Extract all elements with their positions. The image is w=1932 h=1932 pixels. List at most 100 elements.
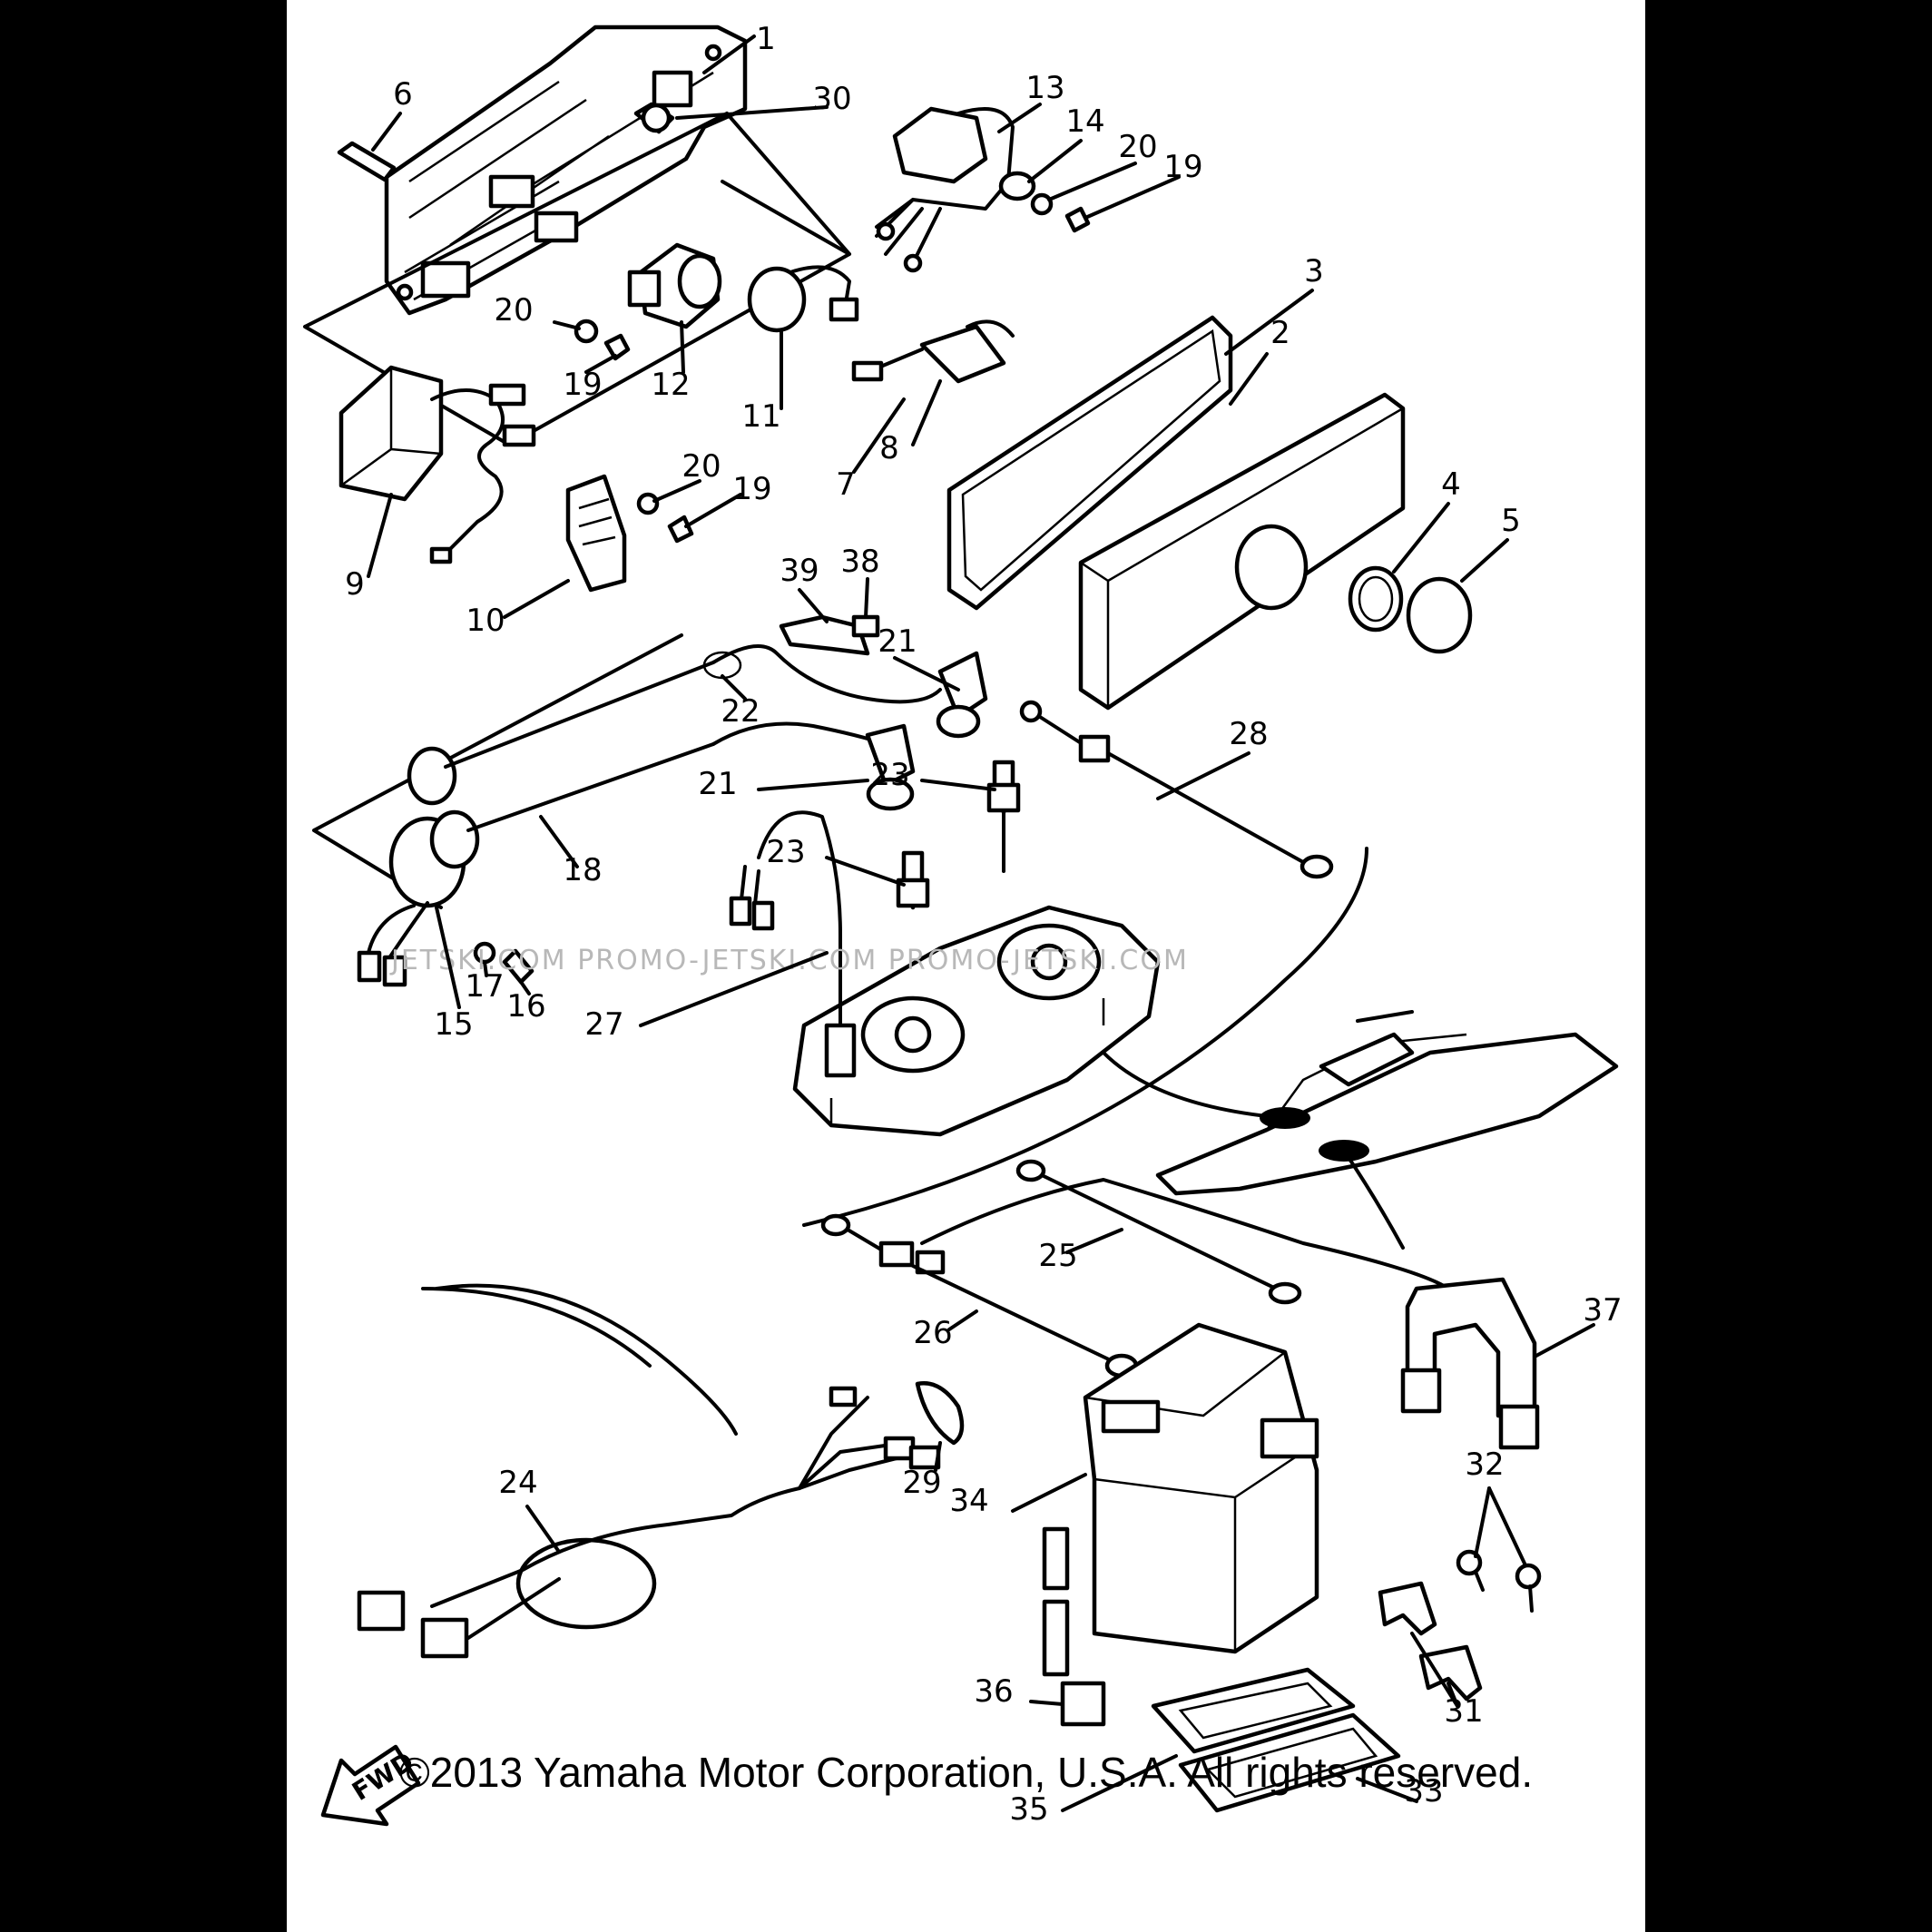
leader-line-31 xyxy=(1447,1682,1459,1708)
leader-line-36 xyxy=(1029,1700,1064,1706)
callout-23: 23 xyxy=(870,757,909,793)
callout-14: 14 xyxy=(1065,103,1104,140)
leader-line-34 xyxy=(1011,1473,1087,1513)
leader-line-2 xyxy=(1229,352,1269,406)
leader-line-23 xyxy=(920,779,996,791)
leader-line-32 xyxy=(1474,1486,1491,1558)
leader-line-38 xyxy=(864,577,869,619)
leader-line-39 xyxy=(798,588,829,623)
callout-24: 24 xyxy=(498,1465,537,1501)
electrical-box-cover xyxy=(946,315,1473,711)
leader-line-24 xyxy=(525,1505,561,1554)
ground-lead-28 xyxy=(1019,700,1334,879)
callout-15: 15 xyxy=(434,1006,473,1043)
copyright-notice: ©2013 Yamaha Motor Corporation, U.S.A. A… xyxy=(398,1749,1534,1796)
leader-line-37 xyxy=(1533,1323,1595,1358)
callout-27: 27 xyxy=(584,1006,623,1043)
leader-line-27 xyxy=(639,951,829,1027)
callout-36: 36 xyxy=(974,1673,1013,1710)
callout-31: 31 xyxy=(1444,1693,1483,1730)
watercraft-locator xyxy=(1102,1010,1619,1250)
diagram-sheet: FWD JETSKI.COM PROMO-JETSKI.COM PROMO-JE… xyxy=(287,0,1645,1932)
callout-3: 3 xyxy=(1304,253,1324,289)
leader-line-35 xyxy=(1061,1754,1178,1812)
leader-line-13 xyxy=(997,103,1042,133)
leader-line-19 xyxy=(1084,175,1181,220)
leader-line-31 xyxy=(1410,1632,1459,1708)
leader-line-26 xyxy=(947,1309,978,1331)
leader-line-21 xyxy=(757,779,869,791)
callout-8: 8 xyxy=(879,430,899,466)
leader-line-5 xyxy=(1460,538,1509,583)
fasteners xyxy=(337,102,1091,985)
leader-line-17 xyxy=(483,960,488,977)
callout-6: 6 xyxy=(393,76,413,113)
callout-20: 20 xyxy=(494,292,533,329)
leader-line-12 xyxy=(680,320,685,374)
leader-line-16 xyxy=(519,980,531,995)
electrical-box-bracket xyxy=(303,25,851,446)
leader-line-18 xyxy=(539,815,579,868)
callout-10: 10 xyxy=(466,603,505,639)
battery-leads xyxy=(820,1159,1302,1446)
callout-11: 11 xyxy=(741,398,780,435)
watermark-text: JETSKI.COM PROMO-JETSKI.COM PROMO-JETSKI… xyxy=(389,945,1189,976)
callout-20: 20 xyxy=(1118,129,1157,165)
leader-line-1 xyxy=(702,34,756,74)
callout-34: 34 xyxy=(949,1483,988,1519)
voltage-regulator xyxy=(875,106,1036,273)
leader-line-30 xyxy=(675,105,829,120)
relay-cdi-unit xyxy=(338,365,627,593)
callout-13: 13 xyxy=(1025,70,1064,106)
leader-line-33 xyxy=(1356,1777,1418,1803)
callout-16: 16 xyxy=(506,988,545,1025)
leader-line-25 xyxy=(1065,1228,1123,1254)
callout-22: 22 xyxy=(721,693,760,730)
callout-19: 19 xyxy=(1163,149,1202,185)
leader-line-15 xyxy=(435,906,461,1009)
leader-line-23 xyxy=(825,856,906,887)
section-boundary xyxy=(802,847,1368,1227)
callout-7: 7 xyxy=(836,466,856,503)
leader-line-28 xyxy=(1156,751,1250,800)
callout-35: 35 xyxy=(1009,1791,1048,1828)
leader-line-3 xyxy=(1224,289,1314,356)
exploded-parts-diagram: FWD JETSKI.COM PROMO-JETSKI.COM PROMO-JE… xyxy=(303,21,1623,1828)
callout-32: 32 xyxy=(1465,1447,1504,1483)
callout-25: 25 xyxy=(1038,1238,1077,1274)
leader-line-19 xyxy=(684,493,742,528)
leader-line-9 xyxy=(367,493,393,578)
callout-1: 1 xyxy=(756,21,776,57)
spark-plugs xyxy=(896,760,1021,910)
leader-line-7 xyxy=(852,397,906,474)
harness-boundary xyxy=(435,1283,738,1436)
battery-boundary xyxy=(920,1178,1450,1290)
wire-harness-24 xyxy=(357,1287,941,1659)
cylinder-head xyxy=(729,810,1161,1137)
callout-9: 9 xyxy=(345,566,365,603)
leader-line-19 xyxy=(584,354,617,374)
callout-28: 28 xyxy=(1229,716,1268,752)
callout-21: 21 xyxy=(878,623,917,660)
callout-39: 39 xyxy=(780,553,819,589)
leader-line-32 xyxy=(1487,1486,1527,1567)
leader-line-20 xyxy=(1047,162,1137,201)
leader-line-14 xyxy=(1027,139,1083,183)
leader-line-29 xyxy=(934,1441,942,1472)
callout-30: 30 xyxy=(812,81,851,117)
callout-21: 21 xyxy=(698,766,737,802)
leader-line-22 xyxy=(721,674,747,701)
leader-line-10 xyxy=(503,579,570,619)
callout-19: 19 xyxy=(732,471,771,507)
leader-line-21 xyxy=(893,656,960,691)
callout-5: 5 xyxy=(1501,503,1521,539)
leader-line-20 xyxy=(553,320,581,330)
leader-line-6 xyxy=(371,112,402,152)
callout-4: 4 xyxy=(1441,466,1461,503)
callout-38: 38 xyxy=(840,544,879,580)
callout-26: 26 xyxy=(913,1315,952,1351)
callout-23: 23 xyxy=(766,834,805,870)
starter-relay xyxy=(627,242,1015,384)
callout-37: 37 xyxy=(1583,1292,1622,1329)
callout-2: 2 xyxy=(1270,315,1290,351)
